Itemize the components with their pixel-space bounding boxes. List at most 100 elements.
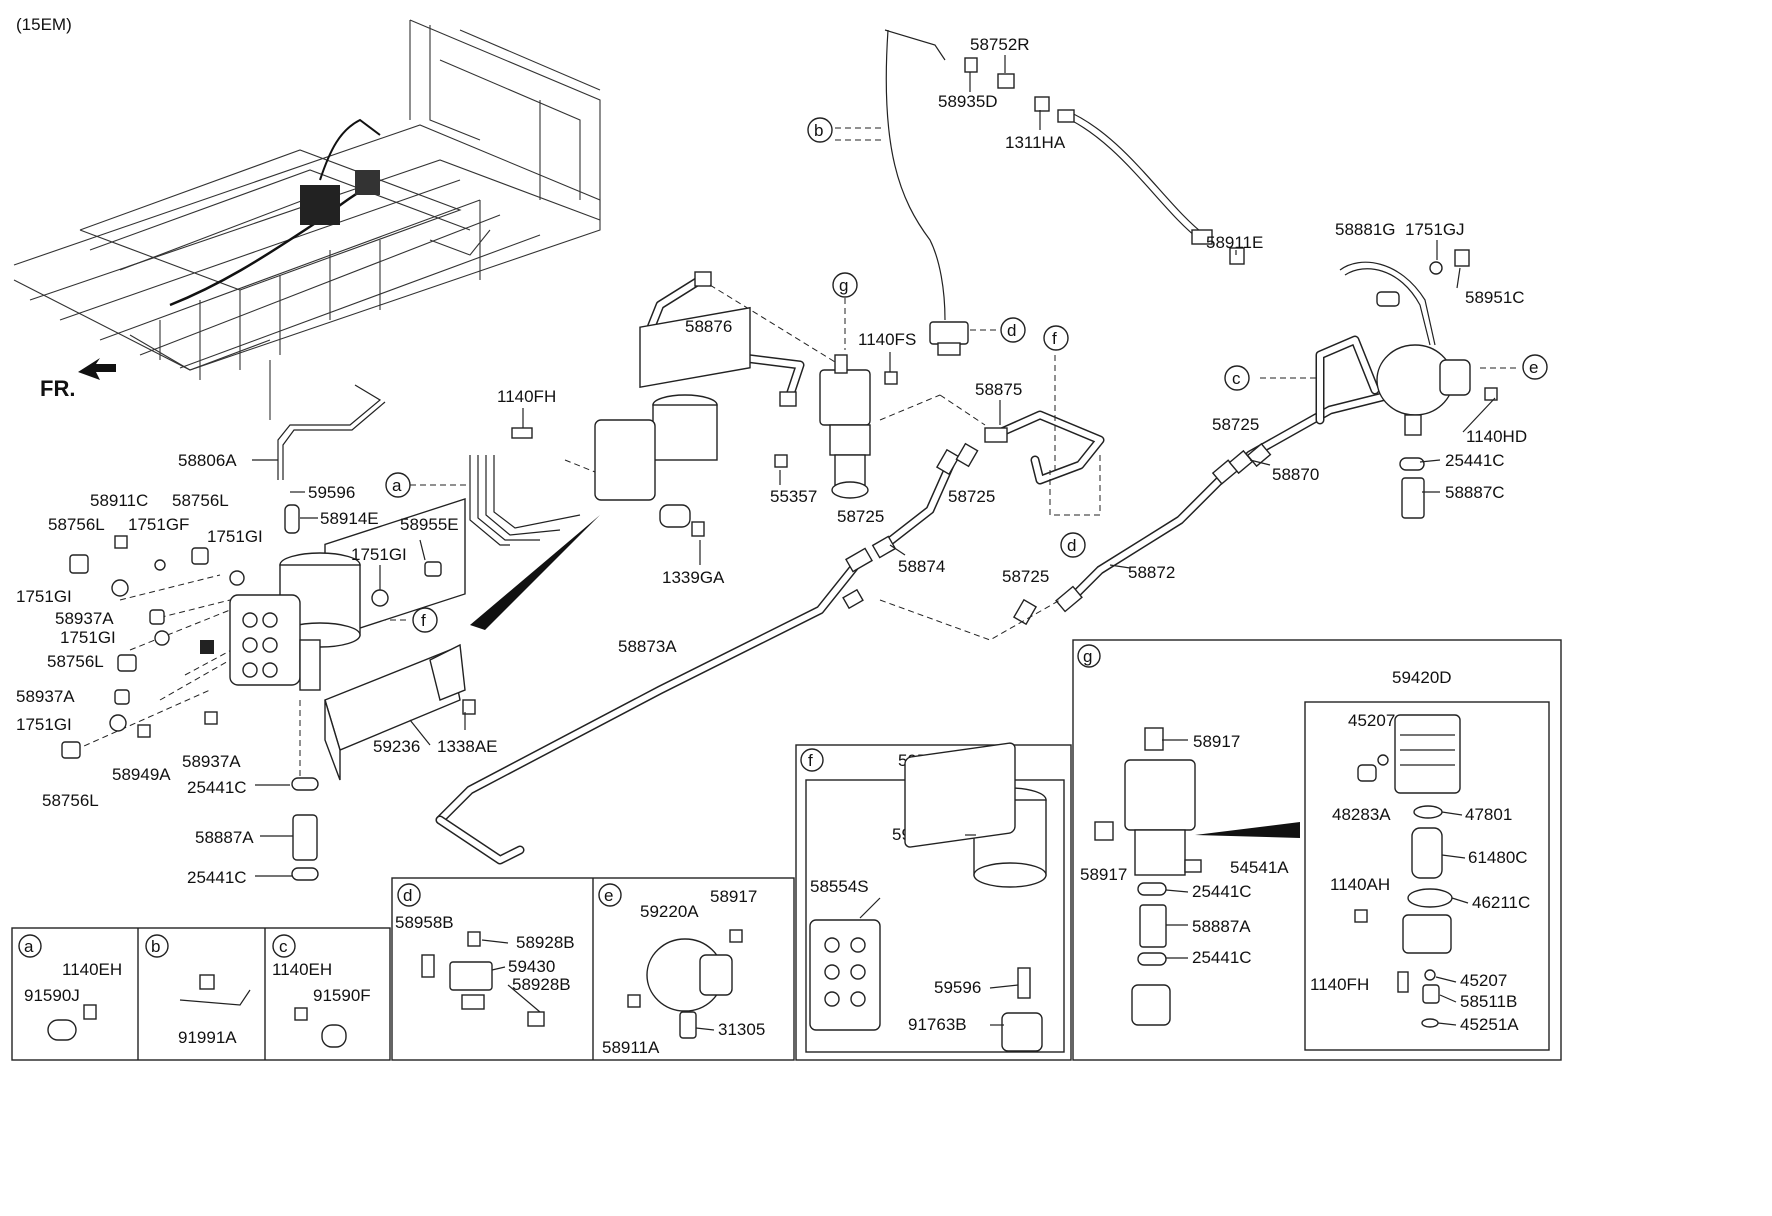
inset-g-46211C: 46211C [1472,893,1530,912]
callout-c: c [1232,369,1241,388]
label-58875: 58875 [975,380,1022,399]
inset-g-61480C: 61480C [1468,848,1528,867]
label-58873A: 58873A [618,637,677,656]
model-code: (15EM) [16,15,72,34]
label-58935D: 58935D [938,92,998,111]
label-58876: 58876 [685,317,732,336]
inset-e-58917: 58917 [710,887,757,906]
inset-a-1140EH: 1140EH [62,960,122,979]
front-direction-marker: FR. [40,358,116,401]
label-58937A-c: 58937A [182,752,241,771]
air-tank-right [1376,249,1498,519]
inset-g-58887A: 58887A [1192,917,1251,936]
inset-f: f 59550D 59553 58554S 59596 91763B [795,742,1072,1061]
callouts: a b c d d e f f g [385,117,1548,633]
inset-g-1140AH: 1140AH [1330,875,1390,894]
callout-d: d [1007,321,1016,340]
label-25441C-left-b: 25441C [187,868,247,887]
label-1751GF: 1751GF [128,515,189,534]
label-1751GI-b: 1751GI [351,545,407,564]
label-1338AE: 1338AE [437,737,498,756]
label-59596-main: 59596 [308,483,355,502]
inset-d-letter: d [403,886,412,905]
inset-a-91590J: 91590J [24,986,80,1005]
label-58756L-a: 58756L [48,515,105,534]
callout-b: b [814,121,823,140]
inset-g: g 58917 58917 54541A 25441C 58887A 25441… [1072,639,1562,1061]
inset-g-54541A: 54541A [1230,858,1289,877]
callout-e: e [1529,358,1538,377]
zoom-wedge [470,515,600,630]
inset-g-59420D: 59420D [1392,668,1452,687]
label-58881G: 58881G [1335,220,1396,239]
label-1311HA: 1311HA [1005,133,1066,152]
inset-f-91763B: 91763B [908,1015,967,1034]
label-25441C-right: 25441C [1445,451,1505,470]
label-58752R: 58752R [970,35,1030,54]
relay-valve-center [774,354,898,499]
label-1339GA: 1339GA [662,568,725,587]
inset-e-59220A: 59220A [640,902,699,921]
dashed-leaders [74,127,1520,790]
callout-g: g [839,276,848,295]
label-55357: 55357 [770,487,817,506]
label-25441C-left-a: 25441C [187,778,247,797]
inset-g-58917-a: 58917 [1193,732,1240,751]
chassis-frame-illustration [13,19,601,420]
inset-g-47801: 47801 [1465,805,1512,824]
label-1140FS: 1140FS [858,330,916,349]
air-dryer-assembly-left [200,497,466,881]
label-58911E: 58911E [1206,233,1263,252]
inset-g-45207-a: 45207 [1348,711,1395,730]
label-58756L-c: 58756L [47,652,104,671]
inset-e-58911A: 58911A [602,1038,660,1057]
inset-c-letter: c [279,937,288,956]
label-1751GI-a: 1751GI [207,527,263,546]
callout-f-upper: f [1052,329,1057,348]
label-58725-lower: 58725 [1002,567,1049,586]
inset-d-59430: 59430 [508,957,555,976]
inset-g-1140FH: 1140FH [1310,975,1369,994]
label-58887A-left: 58887A [195,828,254,847]
front-label: FR. [40,376,75,401]
air-dryer-assembly-center [511,306,751,537]
left-hardware [61,504,476,759]
label-58937A-b: 58937A [16,687,75,706]
label-58725-center: 58725 [837,507,884,526]
inset-e-letter: e [604,886,613,905]
label-58949A: 58949A [112,765,171,784]
inset-g-45207-b: 45207 [1460,971,1507,990]
pressure-switch [929,57,1245,356]
inset-f-letter: f [808,751,813,770]
inset-c-1140EH: 1140EH [272,960,332,979]
inset-f-58554S: 58554S [810,877,869,896]
label-59236: 59236 [373,737,420,756]
callout-f: f [421,611,426,630]
inset-a-letter: a [24,937,34,956]
label-58870: 58870 [1272,465,1319,484]
leader-lines [252,55,1496,1031]
inset-de: d 58958B 58928B 59430 58928B e 59220A 58… [391,877,795,1061]
inset-g-58917-b: 58917 [1080,865,1127,884]
inset-g-58511B: 58511B [1460,992,1517,1011]
inset-b-91991A: 91991A [178,1028,237,1047]
inset-d-58928B-a: 58928B [516,933,575,952]
label-58911C: 58911C [90,491,148,510]
inset-d-58958B: 58958B [395,913,454,932]
label-1140HD: 1140HD [1466,427,1527,446]
label-1140FH-top: 1140FH [497,387,556,406]
inset-b-letter: b [151,937,160,956]
label-58951C: 58951C [1465,288,1525,307]
inset-g-25441C-a: 25441C [1192,882,1252,901]
air-lines [277,29,1436,865]
inset-g-48283A: 48283A [1332,805,1391,824]
inset-g-letter: g [1083,647,1092,666]
inset-g-45251A: 45251A [1460,1015,1519,1034]
inset-d-58928B-b: 58928B [512,975,571,994]
label-58756L-d: 58756L [42,791,99,810]
label-58887C: 58887C [1445,483,1505,502]
callout-d-lower: d [1067,536,1076,555]
label-58725-right: 58725 [1212,415,1259,434]
